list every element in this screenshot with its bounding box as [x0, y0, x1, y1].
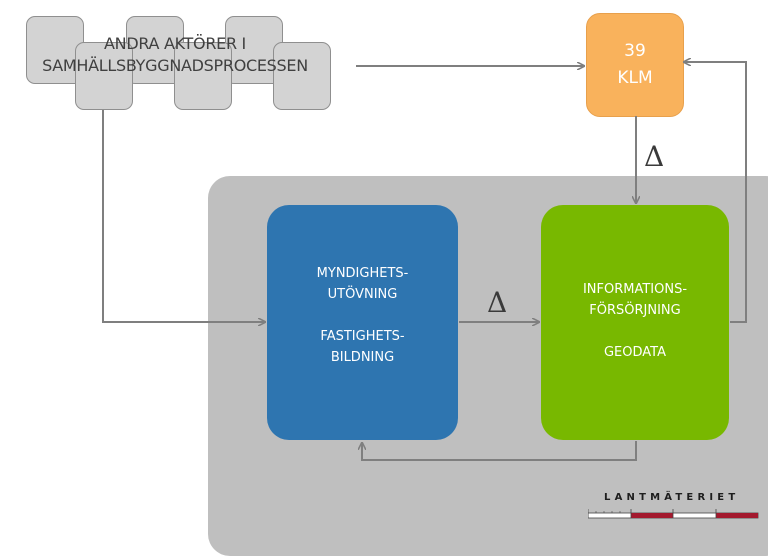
actors-label-line1: ANDRA AKTÖRER I — [104, 34, 246, 53]
arrow-information-to-myndighet — [362, 441, 637, 461]
delta-symbol-vertical: Δ — [644, 140, 665, 173]
information-line2: FÖRSÖRJNING — [589, 303, 681, 318]
actors-cluster — [0, 0, 350, 120]
myndighet-line3: FASTIGHETS- — [320, 329, 405, 344]
information-line3: GEODATA — [603, 345, 666, 360]
arrow-information-to-klm — [684, 62, 747, 323]
information-line1: INFORMATIONS- — [582, 282, 688, 297]
arrow-actors-to-myndighet — [102, 110, 265, 322]
klm-label: KLM — [617, 68, 653, 88]
actors-label-line2: SAMHÄLLSBYGGNADSPROCESSEN — [42, 56, 308, 75]
myndighet-line1: MYNDIGHETS- — [316, 266, 409, 281]
information-box: INFORMATIONS- FÖRSÖRJNING GEODATA — [541, 205, 729, 440]
lantmateriet-logo-text: LANTMÄTERIET — [604, 492, 740, 503]
connector-arrows — [102, 0, 747, 461]
actor-box — [75, 42, 133, 110]
actor-box — [273, 42, 331, 110]
klm-box: 39 KLM — [586, 13, 684, 117]
lantmateriet-logo-ruler — [588, 509, 759, 519]
myndighet-box: MYNDIGHETS- UTÖVNING FASTIGHETS- BILDNIN… — [267, 205, 458, 440]
actor-box — [174, 42, 232, 110]
delta-symbol-horizontal: Δ — [487, 286, 508, 319]
myndighet-line2: UTÖVNING — [327, 287, 398, 302]
actor-box — [26, 16, 84, 84]
klm-number: 39 — [624, 41, 646, 61]
myndighet-line4: BILDNING — [330, 350, 395, 365]
actors-label: ANDRA AKTÖRER I SAMHÄLLSBYGGNADSPROCESSE… — [0, 33, 350, 77]
